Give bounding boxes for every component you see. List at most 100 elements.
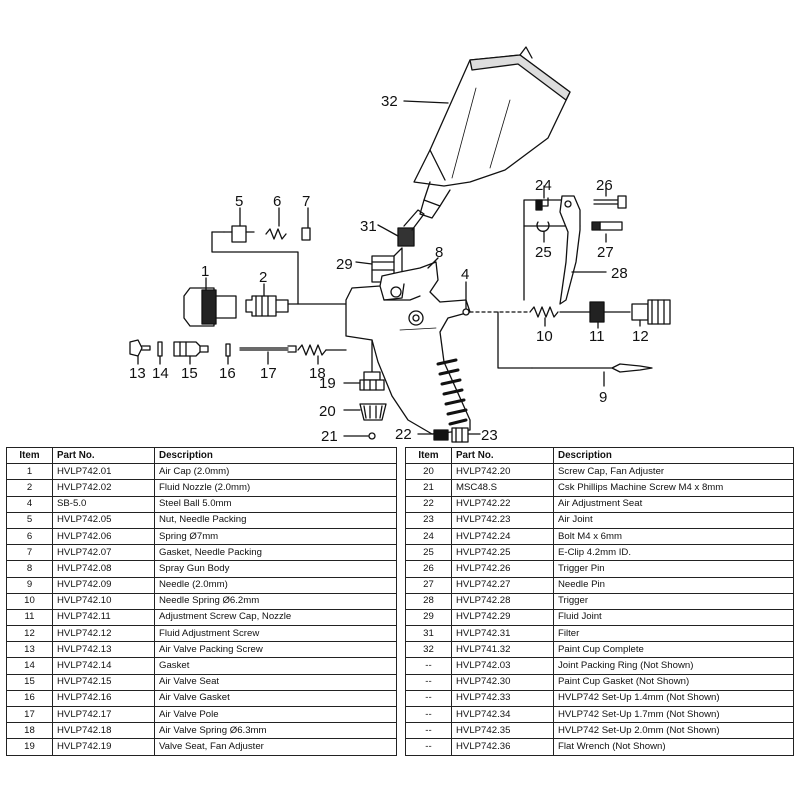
header-description: Description [553,446,794,465]
header-item: Item [6,446,53,465]
cell-description: Fluid Nozzle (2.0mm) [154,479,397,497]
table-header-row: Item Part No. Description [405,446,794,465]
cell-item: 21 [405,479,452,497]
cell-part-no: HVLP742.31 [451,625,554,643]
cell-item: 12 [6,625,53,643]
header-part-no: Part No. [52,446,155,465]
cell-item: 2 [6,479,53,497]
callout-26: 26 [596,177,613,194]
paint-cup-part [413,46,571,219]
cell-description: Valve Seat, Fan Adjuster [154,738,397,756]
table-header-row: Item Part No. Description [6,446,397,465]
cell-part-no: HVLP742.30 [451,673,554,691]
exploded-parts-diagram: 32 24 26 5 6 7 31 25 27 8 29 1 4 28 2 10… [129,46,671,445]
cell-item: 25 [405,544,452,562]
trigger-part [559,195,581,305]
air-valve-seat-part [173,341,209,357]
callout-27: 27 [597,244,614,261]
cell-item: 8 [6,560,53,578]
cell-part-no: HVLP742.28 [451,592,554,610]
cell-part-no: HVLP742.12 [52,625,155,643]
fluid-nozzle-part [245,295,289,317]
cell-description: Air Joint [553,511,794,529]
callout-5: 5 [235,193,243,210]
cell-item: 28 [405,592,452,610]
cell-item: 13 [6,641,53,659]
cell-item: 26 [405,560,452,578]
cell-description: Filter [553,625,794,643]
cell-part-no: HVLP742.22 [451,495,554,513]
spray-gun-body-part [345,261,471,435]
cell-description: Fluid Joint [553,608,794,627]
cell-part-no: HVLP742.20 [451,463,554,481]
cell-item: 10 [6,592,53,610]
cell-description: HVLP742 Set-Up 1.4mm (Not Shown) [553,689,794,708]
cell-description: HVLP742 Set-Up 2.0mm (Not Shown) [553,722,794,740]
cell-part-no: HVLP742.36 [451,738,554,756]
cell-part-no: HVLP742.17 [52,705,155,724]
air-joint-part [451,427,469,443]
callout-10: 10 [536,328,553,345]
cell-description: Paint Cup Gasket (Not Shown) [553,673,794,691]
needle-spring-part [529,306,591,318]
cell-item: 9 [6,576,53,594]
cell-part-no: HVLP742.35 [451,722,554,740]
filter-part [397,209,425,247]
callout-29: 29 [336,256,353,273]
callout-32: 32 [381,93,398,110]
cell-description: Gasket, Needle Packing [154,544,397,562]
cell-description: Spring Ø7mm [154,527,397,546]
cell-description: Fluid Adjustment Screw [154,625,397,643]
cell-item: 19 [6,738,53,756]
cell-part-no: HVLP742.06 [52,527,155,546]
cell-description: Screw Cap, Fan Adjuster [553,463,794,481]
callout-23: 23 [481,427,498,444]
cell-part-no: HVLP742.25 [451,544,554,562]
cell-part-no: HVLP742.03 [451,657,554,675]
air-valve-gasket-part [225,343,231,357]
callout-8: 8 [435,244,443,261]
cell-description: Steel Ball 5.0mm [154,495,397,513]
cell-item: 7 [6,544,53,562]
cell-description: Needle (2.0mm) [154,576,397,594]
cell-item: 11 [6,608,53,627]
header-part-no: Part No. [451,446,554,465]
cell-part-no: HVLP742.01 [52,463,155,481]
valve-seat-fan-adjuster-part [359,371,385,391]
adjustment-screw-cap-part [589,301,605,323]
cell-item: 15 [6,673,53,691]
callout-28: 28 [611,265,628,282]
cell-part-no: HVLP742.34 [451,705,554,724]
cell-part-no: HVLP742.27 [451,576,554,594]
gasket-part [157,341,163,357]
cell-description: Trigger [553,592,794,610]
cell-item: 27 [405,576,452,594]
cell-item: 23 [405,511,452,529]
cell-item: 20 [405,463,452,481]
cell-part-no: HVLP742.11 [52,608,155,627]
callout-22: 22 [395,426,412,443]
callout-15: 15 [181,365,198,382]
cell-item: 6 [6,527,53,546]
callout-1: 1 [201,263,209,280]
callout-7: 7 [302,193,310,210]
fluid-adjustment-screw-part [631,299,671,325]
callout-21: 21 [321,428,338,445]
